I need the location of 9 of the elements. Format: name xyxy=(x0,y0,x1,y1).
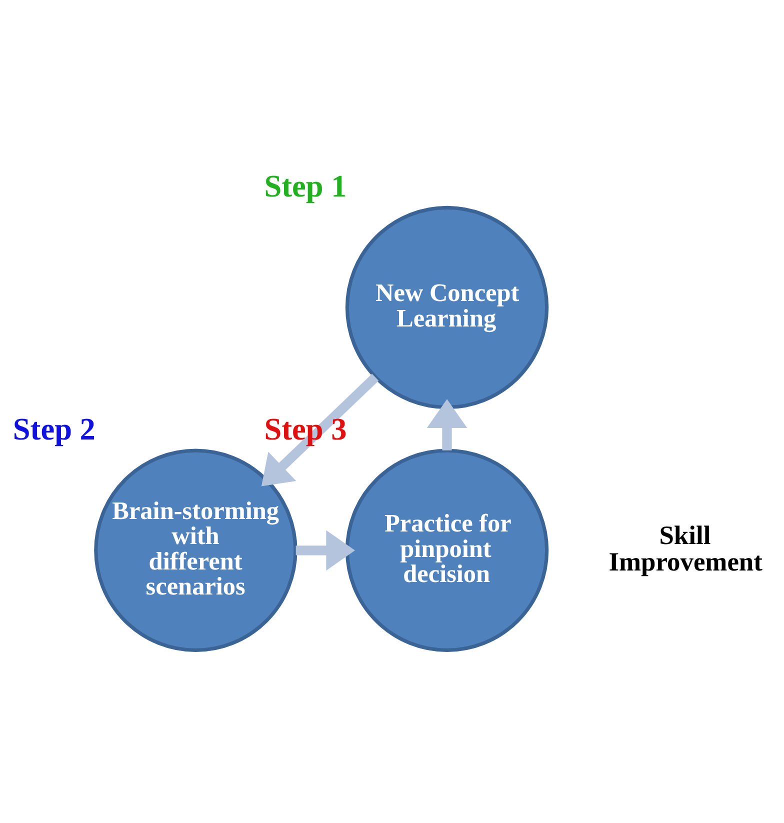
node-label: Step 1 xyxy=(264,168,347,204)
node-label: Step 2 xyxy=(12,412,96,447)
arrow xyxy=(261,374,379,486)
node-circle: Practice for pinpoint decision xyxy=(345,448,549,652)
node-circle: New Concept Learning xyxy=(345,206,549,410)
arrow xyxy=(426,399,468,450)
arrow xyxy=(296,530,355,571)
node-label: Step 3 xyxy=(264,412,347,447)
label: Skill Improvement xyxy=(608,520,762,576)
